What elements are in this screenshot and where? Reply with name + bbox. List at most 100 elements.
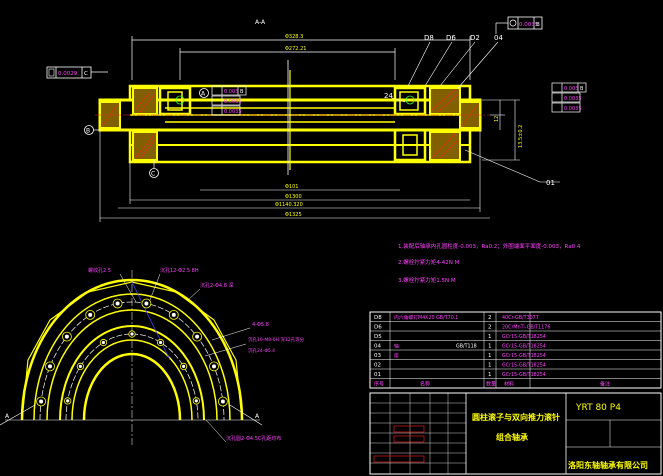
title-line2: 组合轴承	[496, 432, 528, 442]
bolt-hole	[130, 332, 134, 336]
axis-label-left: A	[5, 413, 10, 420]
bolt-hole	[182, 364, 186, 368]
svg-text:0.0035: 0.0035	[224, 99, 242, 105]
flatness-icon	[48, 68, 55, 77]
bolt-hole	[78, 364, 83, 368]
company-name: 洛阳东轴轴承有限公司	[568, 460, 648, 470]
bom-name: 轴	[394, 343, 399, 350]
svg-text:0.0035: 0.0035	[564, 106, 582, 112]
bolt-hole	[88, 312, 93, 317]
bom-header: 备注	[600, 381, 610, 388]
bom-qty: 1	[488, 334, 492, 340]
bom-no: D6	[374, 325, 382, 331]
bom-qty: 2	[488, 315, 492, 321]
part-label-d8: D8	[424, 34, 434, 42]
svg-text:4-Φ5.8: 4-Φ5.8	[252, 322, 269, 328]
bom-no: 02	[374, 363, 381, 369]
right-tolerance-frames	[551, 82, 587, 113]
svg-text:Φ1300: Φ1300	[285, 194, 302, 200]
arc-view	[0, 270, 263, 445]
bom-qty: 1	[488, 344, 492, 350]
bolt-hole	[194, 399, 198, 403]
top-tol-datum: B	[536, 22, 540, 28]
svg-text:沉孔10-M8-6H 深12孔等分: 沉孔10-M8-6H 深12孔等分	[248, 336, 305, 343]
svg-text:沉孔12-Φ2.5 8H: 沉孔12-Φ2.5 8H	[160, 267, 199, 274]
svg-text:Φ272.21: Φ272.21	[285, 46, 306, 52]
top-tolerance-frame: 0.0035 B	[495, 16, 543, 34]
bolt-hole	[211, 364, 216, 369]
bolt-hole	[144, 301, 149, 306]
datum-c-symbol: C	[149, 160, 159, 178]
bom-material: GCr15-GB/T18254	[502, 353, 546, 359]
top-dimension-lines	[131, 36, 471, 80]
bolt-hole	[159, 340, 163, 345]
bom-header: 材料	[504, 381, 514, 388]
bolt-hole	[48, 364, 53, 369]
svg-text:13.5±0.2: 13.5±0.2	[518, 125, 524, 148]
bolt-hole	[64, 334, 69, 339]
bom-no: 03	[374, 353, 381, 359]
bom-material: GCr15-GB/T18254	[502, 334, 546, 340]
inner-tolerance-frames	[211, 85, 247, 116]
section-label: A-A	[255, 19, 266, 26]
svg-text:Φ101: Φ101	[285, 184, 298, 190]
svg-text:Φ328.3: Φ328.3	[285, 34, 303, 40]
bottom-dimensions	[99, 130, 490, 222]
svg-text:0.0029: 0.0029	[58, 71, 78, 77]
left-tolerance-frame: 0.0029 C	[46, 66, 108, 79]
bom-header: 序号	[374, 381, 384, 388]
part-label-d2: D2	[470, 34, 480, 42]
part-leaders	[391, 41, 560, 183]
bom-no: D5	[374, 334, 382, 340]
bolt-hole	[39, 399, 44, 404]
top-tol-value: 0.0035	[519, 22, 539, 28]
svg-text:沉孔2-Φ4.8 深: 沉孔2-Φ4.8 深	[200, 282, 233, 289]
bolt-hole	[101, 340, 106, 345]
bearing-section	[95, 60, 490, 175]
svg-text:C: C	[151, 171, 155, 178]
svg-text:2.螺栓拧紧力矩4-42N M: 2.螺栓拧紧力矩4-42N M	[398, 258, 460, 266]
svg-text:0.0035: 0.0035	[564, 96, 582, 102]
svg-text:B: B	[240, 89, 244, 95]
bom-qty: 2	[488, 325, 492, 331]
svg-text:0.0035: 0.0035	[224, 109, 242, 115]
svg-text:1.装配后轴承内孔圆柱度-0.003，Ra0.2；外圈端面平: 1.装配后轴承内孔圆柱度-0.003，Ra0.2；外圈端面平面度-0.003，R…	[398, 242, 581, 250]
bom-material: GCr15-GB/T18254	[502, 363, 546, 369]
svg-text:12: 12	[494, 116, 500, 122]
arc-holes	[36, 298, 228, 407]
svg-text:B: B	[580, 86, 584, 92]
bom-no: 04	[374, 344, 381, 350]
bom-header: 名称	[420, 381, 430, 388]
svg-text:0.003: 0.003	[564, 86, 578, 92]
title-block	[369, 392, 662, 475]
bom-material: GCr15-GB/T18254	[502, 344, 546, 350]
technical-notes: 1.装配后轴承内孔圆柱度-0.003，Ra0.2；外圈端面平面度-0.003，R…	[398, 242, 581, 284]
svg-text:0.003: 0.003	[224, 89, 238, 95]
svg-text:Φ1140.320: Φ1140.320	[275, 202, 303, 208]
svg-text:A: A	[201, 91, 206, 98]
bolt-hole	[171, 312, 176, 317]
bom-material: GCr15-GB/T18254	[502, 372, 546, 378]
arc-annotations: 螺纹孔2.5 沉孔12-Φ2.5 8H 沉孔2-Φ4.8 深 4-Φ5.8 沉孔…	[88, 267, 305, 442]
part-label-04: 04	[494, 34, 503, 42]
axis-label-right: A	[255, 413, 260, 420]
bom-std: GB/T118	[456, 344, 477, 350]
model-number: YRT 80 P4	[575, 403, 621, 413]
part-label-d6: D6	[446, 34, 456, 42]
datum-b-symbol: B	[84, 125, 100, 135]
bom-qty: 1	[488, 372, 492, 378]
bom-no: D8	[374, 315, 382, 321]
bom-no: 01	[374, 372, 381, 378]
bom-qty: 1	[488, 353, 492, 359]
svg-text:螺纹孔2.5: 螺纹孔2.5	[88, 267, 111, 274]
bolt-hole	[66, 399, 70, 403]
datum-a-symbol: A	[199, 88, 209, 98]
svg-text:3.螺栓拧紧力矩1.5N M: 3.螺栓拧紧力矩1.5N M	[398, 276, 456, 284]
bom-header: 数量	[486, 381, 496, 388]
right-dimension	[482, 99, 520, 161]
bom-name: 内六角螺钉M4X20 GB/T70.1	[394, 314, 458, 321]
bolt-hole	[220, 399, 225, 404]
